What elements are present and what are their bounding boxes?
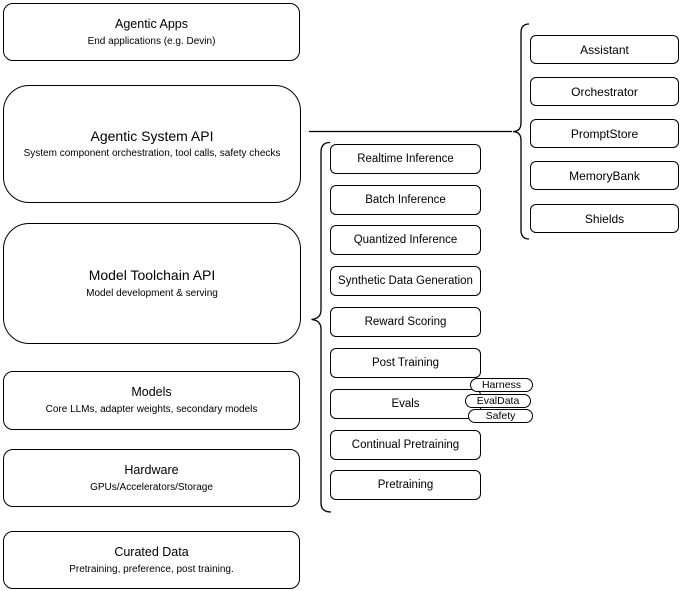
chip-continual-pretraining: Continual Pretraining (330, 430, 481, 460)
node-title: Models (131, 385, 172, 399)
tag-evaldata: EvalData (465, 394, 531, 408)
tag-safety: Safety (468, 409, 533, 423)
node-title: Agentic Apps (115, 16, 188, 31)
toolchain-brace (311, 141, 332, 513)
node-title: Hardware (124, 462, 179, 477)
chip-assistant: Assistant (530, 35, 679, 64)
chip-batch-inference: Batch Inference (330, 185, 481, 215)
chip-evals: Evals (330, 389, 481, 419)
node-subtitle: Model development & serving (86, 287, 218, 299)
chip-quantized-inference: Quantized Inference (330, 225, 481, 255)
node-title: Curated Data (114, 544, 189, 559)
node-agentic-system-api: Agentic System API System component orch… (3, 85, 301, 203)
node-subtitle: Core LLMs, adapter weights, secondary mo… (45, 404, 258, 415)
node-title: Model Toolchain API (88, 267, 216, 284)
node-model-toolchain-api: Model Toolchain API Model development & … (3, 223, 301, 344)
node-title: Agentic System API (90, 127, 214, 144)
chip-memorybank: MemoryBank (530, 161, 679, 190)
chip-post-training: Post Training (330, 348, 481, 378)
chip-shields: Shields (530, 204, 679, 233)
node-curated-data: Curated Data Pretraining, preference, po… (3, 531, 300, 589)
node-subtitle: System component orchestration, tool cal… (23, 148, 281, 160)
chip-pretraining: Pretraining (330, 470, 481, 500)
node-subtitle: GPUs/Accelerators/Storage (90, 481, 213, 493)
node-subtitle: End applications (e.g. Devin) (87, 35, 216, 47)
tag-harness: Harness (470, 378, 533, 392)
chip-reward-scoring: Reward Scoring (330, 307, 481, 337)
chip-promptstore: PromptStore (530, 119, 679, 148)
chip-orchestrator: Orchestrator (530, 77, 679, 106)
node-subtitle: Pretraining, preference, post training. (69, 563, 234, 575)
node-models: Models Core LLMs, adapter weights, secon… (3, 371, 300, 430)
system-components-bracket (512, 23, 530, 240)
node-hardware: Hardware GPUs/Accelerators/Storage (3, 449, 300, 507)
chip-synthetic-data-generation: Synthetic Data Generation (330, 266, 481, 296)
chip-realtime-inference: Realtime Inference (330, 144, 481, 174)
node-agentic-apps: Agentic Apps End applications (e.g. Devi… (3, 3, 300, 61)
